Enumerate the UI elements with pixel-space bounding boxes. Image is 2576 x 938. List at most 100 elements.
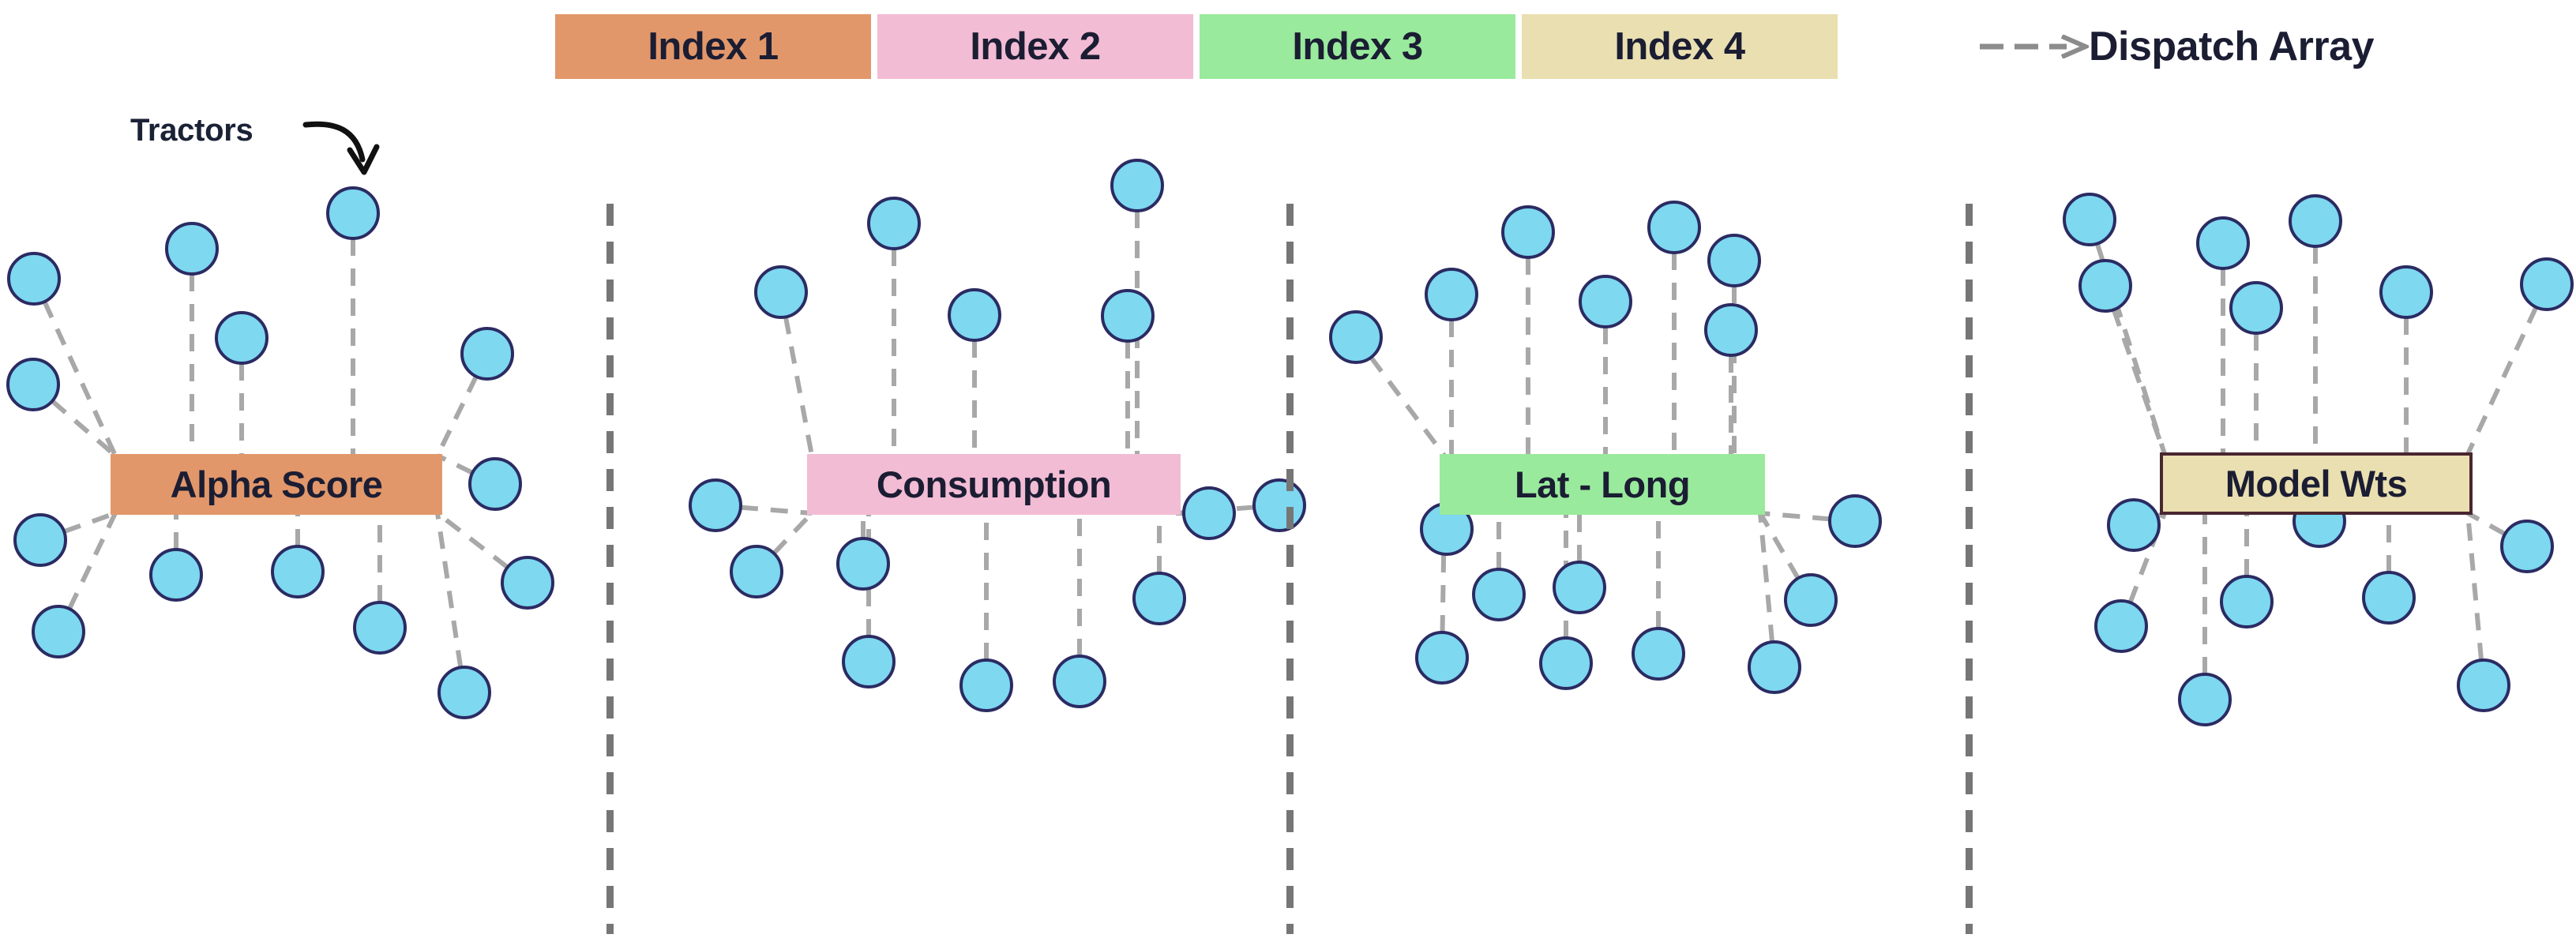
- index-cell-4[interactable]: Index 4: [1522, 14, 1838, 79]
- tractor-node[interactable]: [6, 358, 60, 411]
- cluster-model-wts-center-label[interactable]: Model Wts: [2160, 452, 2473, 515]
- cluster-edge: [2111, 309, 2167, 455]
- tractor-node[interactable]: [2107, 498, 2161, 552]
- tractor-node[interactable]: [501, 556, 554, 610]
- tractor-node[interactable]: [1748, 640, 1801, 694]
- tractor-node[interactable]: [165, 222, 219, 276]
- cluster-edge: [436, 453, 474, 475]
- index-cell-label: Index 2: [970, 24, 1101, 68]
- cluster-edge: [436, 511, 509, 569]
- tractor-node[interactable]: [1828, 494, 1882, 548]
- cluster-consumption-center-label[interactable]: Consumption: [807, 454, 1181, 515]
- tractor-node[interactable]: [2094, 599, 2148, 653]
- index-cell-1[interactable]: Index 1: [555, 14, 871, 79]
- tractor-node[interactable]: [13, 513, 67, 567]
- tractor-node[interactable]: [959, 658, 1013, 712]
- center-label-text: Alpha Score: [170, 463, 383, 505]
- cluster-edge: [783, 316, 814, 456]
- cluster-edge: [2465, 306, 2539, 456]
- tractor-node[interactable]: [2379, 265, 2433, 319]
- tractor-node[interactable]: [1053, 655, 1106, 708]
- cluster-lat-long-center-label[interactable]: Lat - Long: [1440, 454, 1765, 515]
- tractor-node[interactable]: [271, 545, 325, 598]
- cluster-edge: [435, 375, 479, 457]
- tractor-node[interactable]: [1101, 289, 1155, 343]
- curved-arrow-icon: [302, 121, 380, 175]
- tractor-node[interactable]: [689, 478, 742, 532]
- tractor-node[interactable]: [1415, 631, 1469, 685]
- tractor-node[interactable]: [1501, 205, 1555, 259]
- tractor-node[interactable]: [1579, 275, 1632, 328]
- tractor-node[interactable]: [1110, 159, 1164, 212]
- cluster-edge: [435, 512, 464, 668]
- tractor-node[interactable]: [1707, 234, 1761, 287]
- index-cell-label: Index 1: [648, 24, 779, 68]
- tractor-node[interactable]: [7, 252, 61, 306]
- tractor-node[interactable]: [326, 186, 380, 240]
- dashed-arrow-right-icon: [1980, 35, 2089, 58]
- tractor-node[interactable]: [2362, 571, 2416, 625]
- tractor-node[interactable]: [2063, 193, 2116, 246]
- center-label-text: Consumption: [876, 463, 1112, 505]
- tractor-node[interactable]: [2520, 257, 2574, 311]
- tractor-node[interactable]: [836, 537, 890, 591]
- index-cell-3[interactable]: Index 3: [1200, 14, 1515, 79]
- tractor-node[interactable]: [2289, 194, 2342, 248]
- cluster-divider-1: [606, 204, 614, 934]
- tractor-node[interactable]: [1632, 627, 1685, 681]
- tractor-node[interactable]: [1539, 636, 1593, 690]
- tractor-node[interactable]: [149, 548, 203, 602]
- tractor-node[interactable]: [2500, 520, 2554, 573]
- tractor-node[interactable]: [842, 635, 896, 688]
- center-label-text: Model Wts: [2225, 463, 2408, 505]
- tractor-node[interactable]: [2220, 575, 2274, 628]
- tractor-node[interactable]: [867, 197, 921, 250]
- tractor-node[interactable]: [215, 311, 268, 365]
- tractor-node[interactable]: [32, 605, 85, 658]
- tractor-node[interactable]: [948, 288, 1001, 342]
- tractor-node[interactable]: [2196, 216, 2250, 270]
- tractor-node[interactable]: [1784, 573, 1838, 627]
- cluster-edge: [2466, 511, 2507, 536]
- cluster-edge: [740, 505, 813, 516]
- tractor-node[interactable]: [1472, 568, 1526, 621]
- cluster-edge: [1758, 512, 1775, 643]
- tractor-node[interactable]: [353, 601, 407, 655]
- index-cell-2[interactable]: Index 2: [877, 14, 1193, 79]
- cluster-divider-3: [1966, 204, 1973, 934]
- tractor-node[interactable]: [468, 457, 522, 511]
- tractor-node[interactable]: [2457, 658, 2510, 712]
- cluster-alpha-score-center-label[interactable]: Alpha Score: [111, 454, 442, 515]
- tractor-node[interactable]: [2229, 281, 2283, 335]
- cluster-edge: [2465, 512, 2484, 661]
- tractor-node[interactable]: [754, 265, 808, 319]
- tractor-node[interactable]: [1182, 486, 1236, 540]
- tractor-node[interactable]: [1132, 572, 1186, 625]
- tractor-node[interactable]: [2178, 673, 2232, 726]
- dispatch-array-label: Dispatch Array: [2089, 24, 2375, 69]
- cluster-edge: [2127, 512, 2167, 604]
- tractor-node[interactable]: [460, 327, 514, 381]
- tractor-node[interactable]: [1647, 201, 1701, 254]
- tractor-node[interactable]: [1329, 310, 1383, 364]
- cluster-edge: [51, 399, 117, 458]
- tractor-node[interactable]: [1704, 303, 1758, 357]
- tractor-node[interactable]: [1553, 561, 1606, 614]
- tractor-node[interactable]: [2078, 259, 2132, 313]
- tractor-node[interactable]: [730, 545, 783, 598]
- cluster-edge: [1758, 512, 1801, 580]
- tractor-node[interactable]: [1425, 268, 1478, 321]
- tractor-node[interactable]: [437, 666, 491, 719]
- center-label-text: Lat - Long: [1514, 463, 1691, 505]
